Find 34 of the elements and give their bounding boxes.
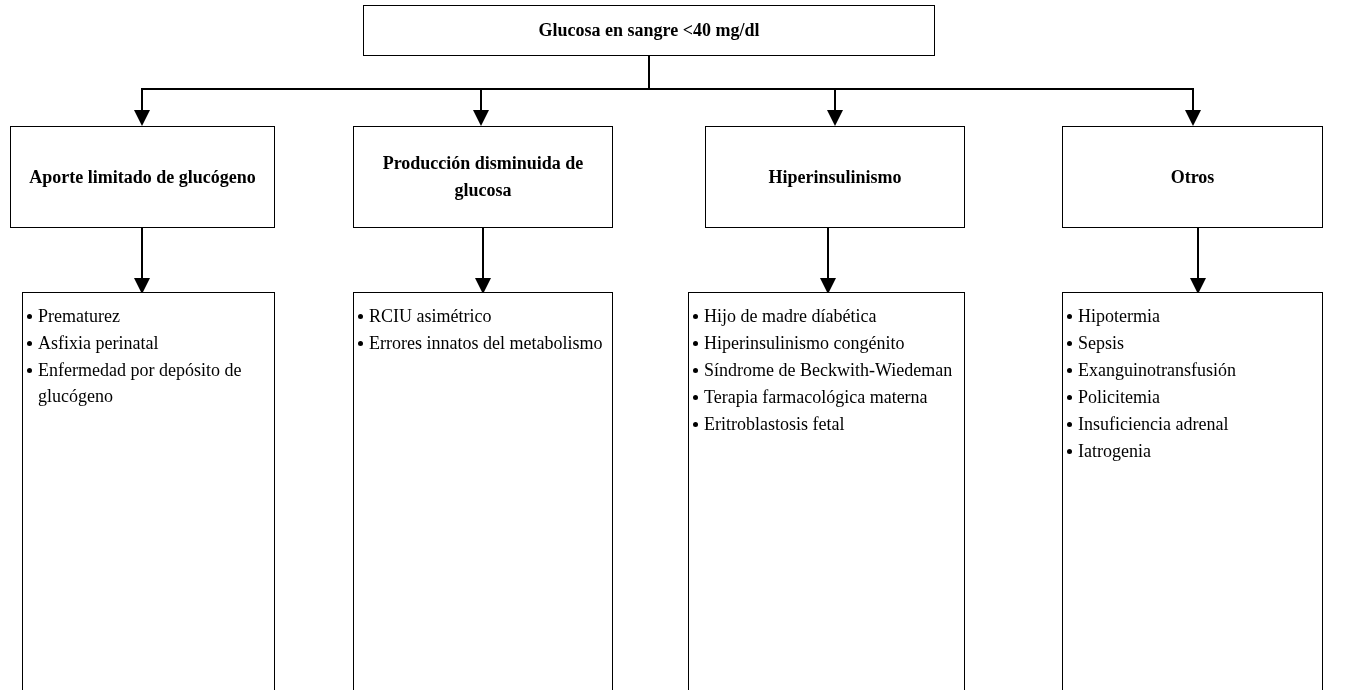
list-item: Policitemia [1078,386,1160,409]
list-item: Hiperinsulinismo congénito [704,332,905,355]
list-item: Exanguinotransfusión [1078,359,1236,382]
list-item: Síndrome de Beckwith-Wiedeman [704,359,953,382]
box-title: Hiperinsulinismo [768,165,902,189]
list-box [22,292,275,690]
list-box [1062,292,1323,690]
box-title: Glucosa en sangre <40 mg/dl [538,19,760,42]
category-box [353,126,613,228]
list-item: RCIU asimétrico [369,305,492,328]
list-item: Errores innatos del metabolismo [369,332,603,355]
list-item: Iatrogenia [1078,440,1151,463]
box-title: Otros [1170,165,1215,189]
category-box [705,126,965,228]
list-item: Sepsis [1078,332,1124,355]
category-box [1062,126,1323,228]
list-item: Eritroblastosis fetal [704,413,845,436]
arrow [475,227,491,294]
category-box [10,126,275,228]
box-title: Aporte limitado de glucógeno [29,165,256,189]
arrow [820,227,836,294]
arrow [134,227,150,294]
list-item: Asfixia perinatal [38,332,159,355]
box-title: Producción disminuida de glucosa [381,152,585,202]
list-box [353,292,613,690]
list-item: Prematurez [38,305,120,328]
list-item: Insuficiencia adrenal [1078,413,1229,436]
list-item: Enfermedad por depósito de glucógeno [38,359,243,408]
list-box [688,292,965,690]
root-box [363,5,935,56]
list-item: Terapia farmacológica materna [704,386,928,409]
list-item: Hijo de madre díabética [704,305,877,328]
list-item: Hipotermia [1078,305,1160,328]
arrow [1190,227,1206,294]
